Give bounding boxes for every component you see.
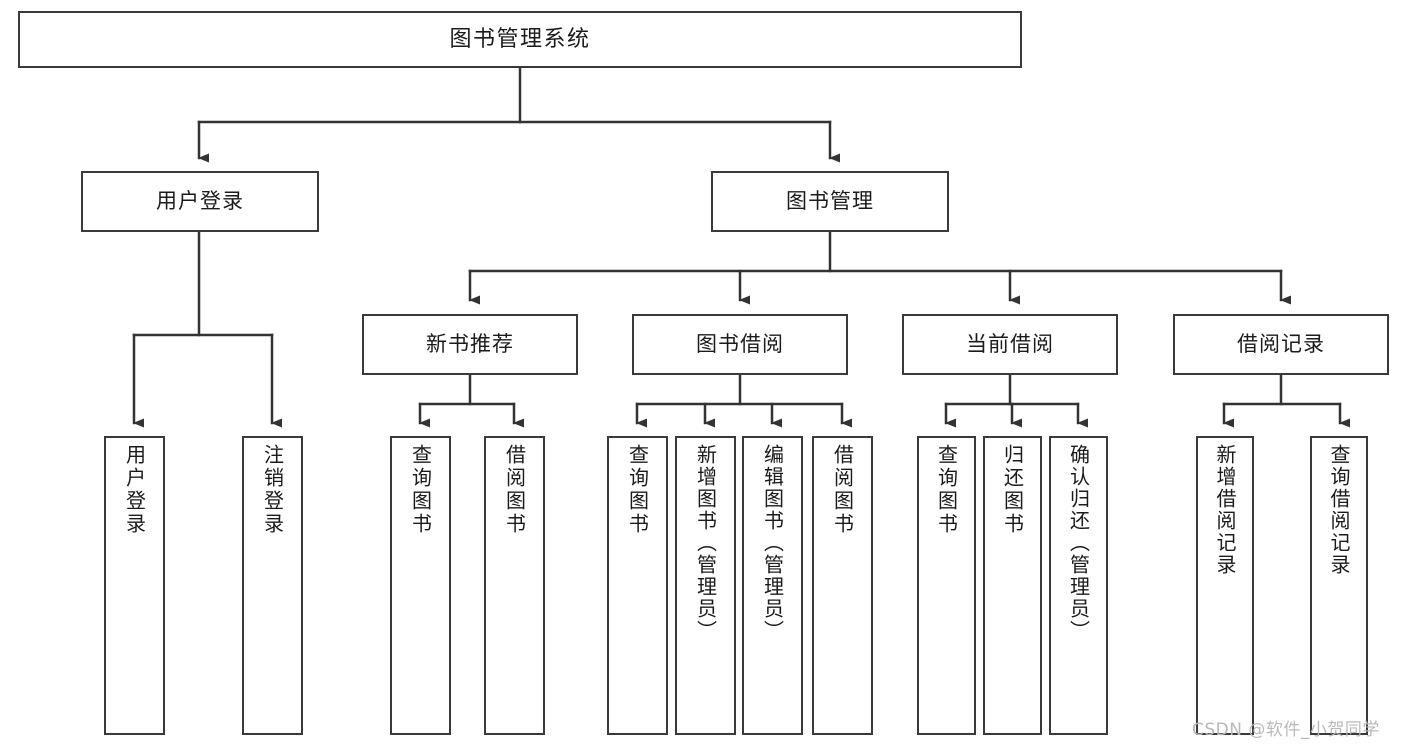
node-label: 归还图书 — [1000, 444, 1025, 536]
csdn-watermark: CSDN @软件_小贺同学 — [1192, 720, 1380, 740]
node-label: 查询图书 — [408, 444, 433, 536]
node-root-system[interactable]: 图书管理系统 — [18, 11, 1022, 68]
node-label: 查询图书 — [934, 444, 959, 536]
node-new-book-recommend[interactable]: 新书推荐 — [362, 314, 578, 375]
leaf-borrow-book[interactable]: 借阅图书 — [812, 436, 873, 735]
node-label: 图书管理系统 — [449, 26, 591, 52]
node-label: 图书管理 — [786, 189, 874, 214]
node-label: 借阅记录 — [1237, 332, 1325, 357]
node-label: 当前借阅 — [966, 332, 1054, 357]
leaf-add-book-admin[interactable]: 新增图书（管理员） — [675, 436, 736, 735]
node-label: 用户登录 — [122, 444, 147, 536]
node-label: 新增借阅记录 — [1213, 444, 1237, 576]
leaf-query-book-borrow[interactable]: 查询图书 — [607, 436, 668, 735]
node-user-login[interactable]: 用户登录 — [81, 171, 319, 232]
node-label: 借阅图书 — [502, 444, 527, 536]
node-label: 借阅图书 — [830, 444, 855, 536]
node-label: 查询图书 — [625, 444, 650, 536]
leaf-query-borrow-record[interactable]: 查询借阅记录 — [1310, 436, 1368, 735]
node-book-borrow[interactable]: 图书借阅 — [632, 314, 848, 375]
node-label: 新增图书（管理员） — [693, 444, 718, 642]
node-current-borrow[interactable]: 当前借阅 — [902, 314, 1118, 375]
node-label: 图书借阅 — [696, 332, 784, 357]
node-label: 编辑图书（管理员） — [760, 444, 785, 642]
node-borrow-record[interactable]: 借阅记录 — [1173, 314, 1389, 375]
node-label: 确认归还（管理员） — [1066, 444, 1091, 642]
node-label: 注销登录 — [260, 444, 285, 536]
leaf-edit-book-admin[interactable]: 编辑图书（管理员） — [742, 436, 803, 735]
leaf-return-book[interactable]: 归还图书 — [983, 436, 1042, 735]
leaf-query-book-current[interactable]: 查询图书 — [917, 436, 976, 735]
leaf-user-login[interactable]: 用户登录 — [104, 436, 165, 735]
node-book-management[interactable]: 图书管理 — [711, 171, 949, 232]
leaf-query-book-recommend[interactable]: 查询图书 — [390, 436, 451, 735]
leaf-confirm-return-admin[interactable]: 确认归还（管理员） — [1049, 436, 1108, 735]
node-label: 新书推荐 — [426, 332, 514, 357]
leaf-add-borrow-record[interactable]: 新增借阅记录 — [1196, 436, 1254, 735]
node-label: 用户登录 — [156, 189, 244, 214]
node-label: 查询借阅记录 — [1327, 444, 1351, 576]
leaf-borrow-book-recommend[interactable]: 借阅图书 — [484, 436, 545, 735]
leaf-logout[interactable]: 注销登录 — [242, 436, 303, 735]
